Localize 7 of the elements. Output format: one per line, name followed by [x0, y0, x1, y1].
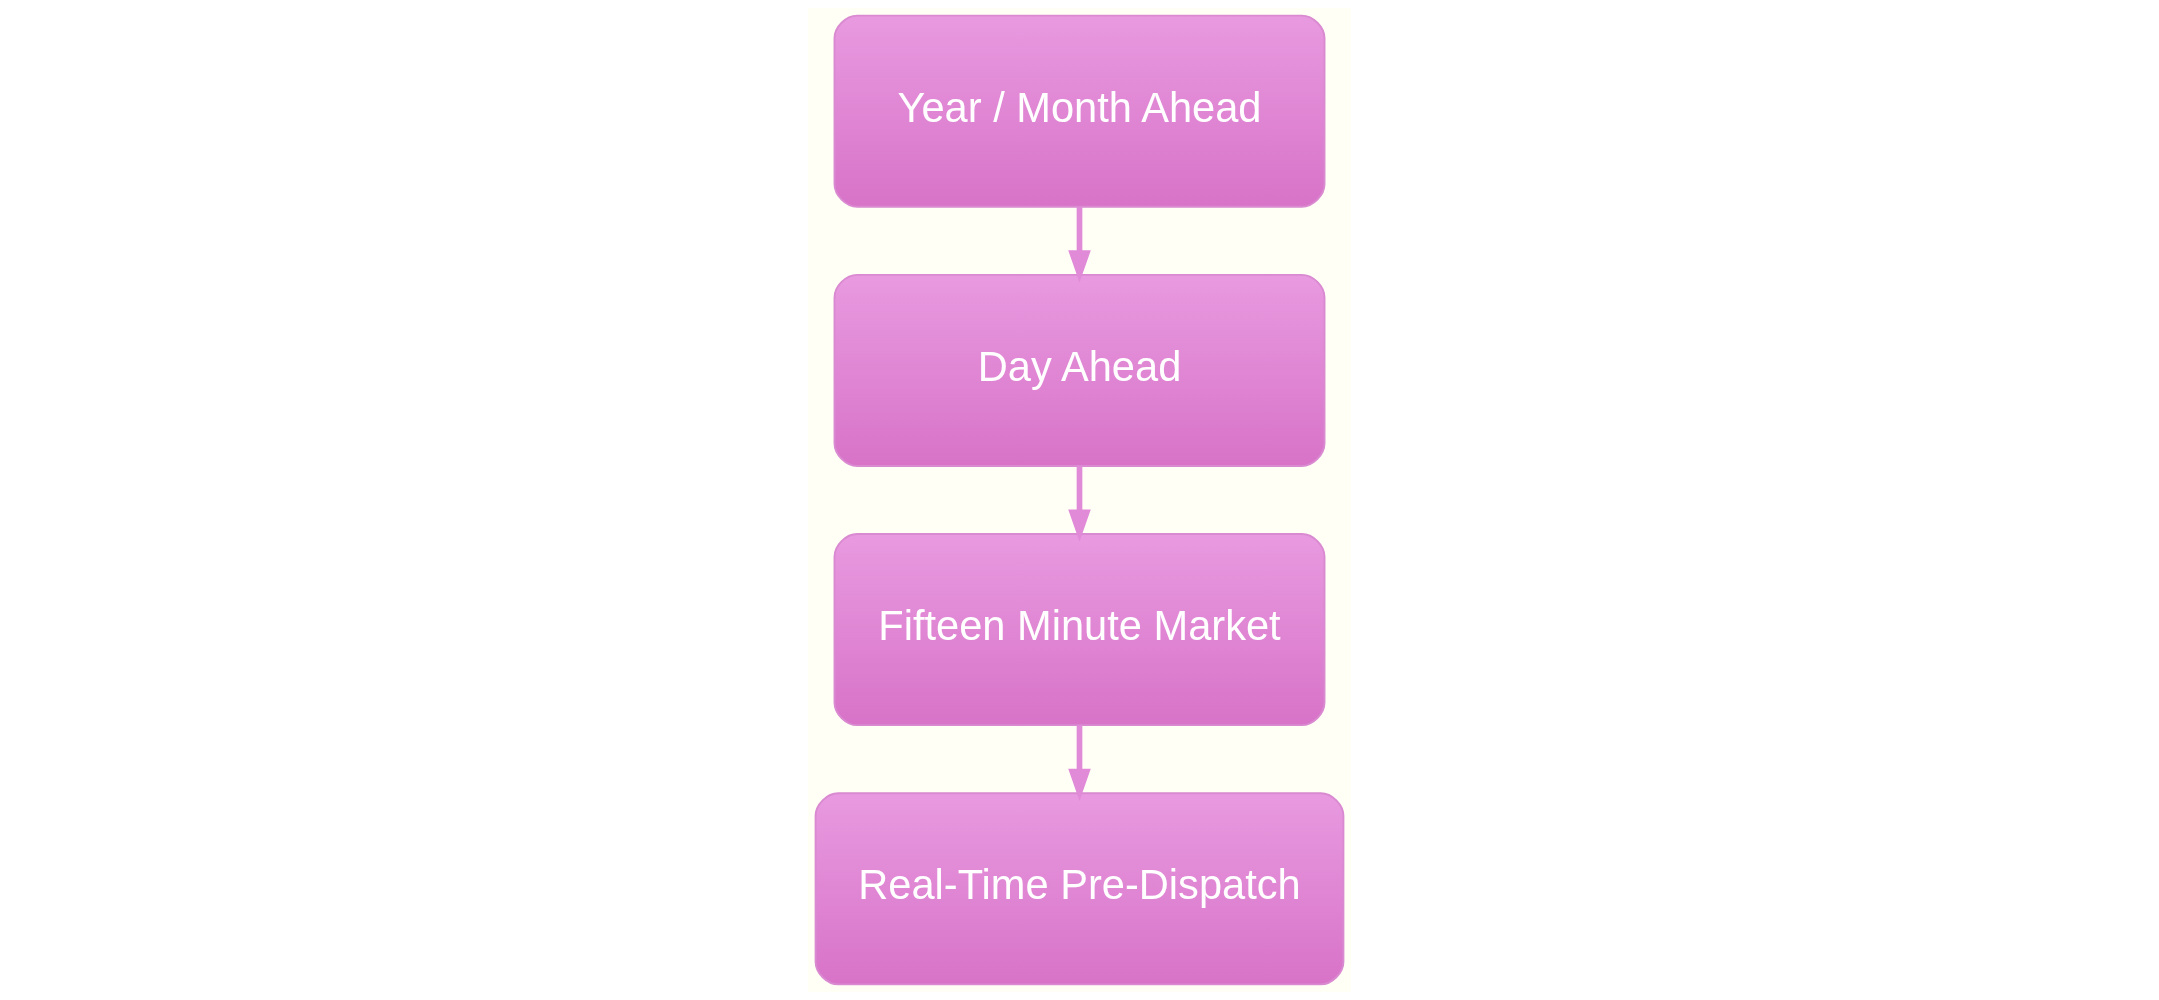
arrow — [1068, 465, 1091, 542]
arrow — [1068, 206, 1091, 283]
node-box: Year / Month Ahead — [833, 14, 1326, 208]
arrow — [1068, 725, 1091, 801]
node-box: Fifteen Minute Market — [833, 533, 1326, 727]
node-box: Day Ahead — [833, 273, 1326, 467]
node-box: Real-Time Pre-Dispatch — [814, 792, 1345, 986]
